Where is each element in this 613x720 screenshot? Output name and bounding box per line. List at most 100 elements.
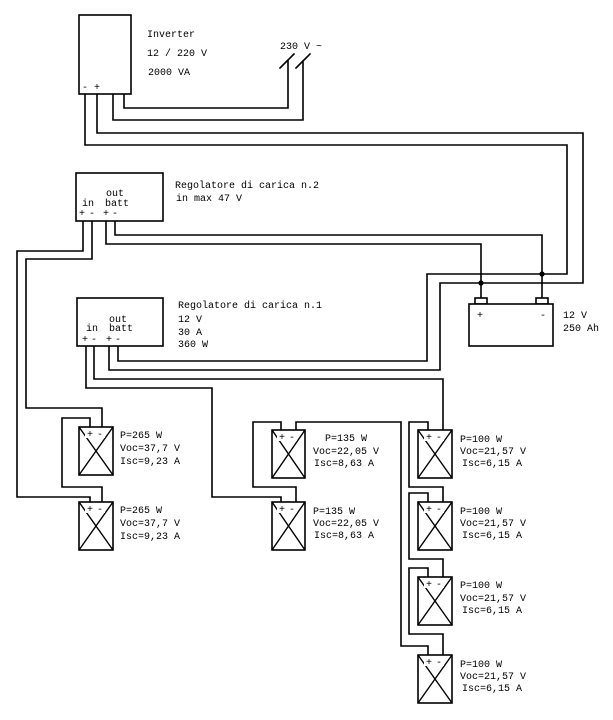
- panel-power: P=135 W: [313, 507, 355, 518]
- solar-panel-100w-4: + - P=100 W Voc=21,57 V Isc=6,15 A: [417, 654, 526, 704]
- inverter-power: 2000 VA: [148, 68, 190, 79]
- solar-panel-135w-2: + - P=135 W Voc=22,05 V Isc=8,63 A: [271, 501, 379, 551]
- regulator-1-spec-current: 30 A: [178, 328, 202, 339]
- regulator-1-spec-voltage: 12 V: [178, 315, 202, 326]
- battery-voltage: 12 V: [563, 311, 587, 322]
- panel-power: P=100 W: [460, 660, 502, 671]
- regulator-2-in-plus: +: [79, 209, 85, 220]
- panel-minus: -: [436, 505, 442, 516]
- ac-output-label: 230 V ~: [280, 42, 322, 53]
- panel-voc: Voc=21,57 V: [460, 519, 526, 530]
- panel-plus: +: [87, 430, 93, 441]
- regulator-1-batt-plus: +: [106, 335, 112, 346]
- panel-minus: -: [436, 433, 442, 444]
- panel-cross-line: [271, 429, 306, 479]
- inverter-terminal-plus: +: [94, 83, 100, 94]
- wire-inverter-plus: [96, 93, 584, 371]
- panel-plus: +: [426, 433, 432, 444]
- ac-terminal-slash-2: [294, 52, 312, 70]
- wire-ac-1: [123, 60, 289, 109]
- panel-minus: -: [436, 658, 442, 669]
- wire-reg1-in-minus: [93, 345, 444, 431]
- regulator-2: out in batt + - + - Regolatore di carica…: [75, 172, 319, 222]
- panel-voc: Voc=37,7 V: [120, 519, 180, 530]
- panel-terminal-bg: [277, 432, 297, 441]
- panel-cross-line: [417, 501, 453, 551]
- solar-panel-135w-1: + - P=135 W Voc=22,05 V Isc=8,63 A: [271, 429, 379, 479]
- panel-power: P=135 W: [325, 434, 367, 445]
- solar-panel-265w-1: + - P=265 W Voc=37,7 V Isc=9,23 A: [78, 426, 180, 476]
- regulator-2-in-label: in: [82, 198, 94, 210]
- wire-135-to-100: [295, 421, 429, 656]
- wire-reg2-batt-plus: [105, 220, 482, 299]
- wire-reg2-in-plus: [16, 220, 91, 503]
- battery: + - 12 V 250 Ah: [468, 297, 599, 347]
- wire-100-series-2: [408, 492, 444, 578]
- inverter-voltage: 12 / 220 V: [147, 48, 207, 60]
- regulator-1-title: Regolatore di carica n.1: [178, 300, 322, 312]
- panel-plus: +: [279, 433, 285, 444]
- regulator-1-in-plus: +: [82, 335, 88, 346]
- panel-voc: Voc=37,7 V: [120, 444, 180, 455]
- panel-power: P=100 W: [460, 507, 502, 518]
- regulator-1: out in batt + - + - Regolatore di carica…: [76, 297, 322, 351]
- regulator-2-batt-minus: -: [112, 209, 118, 220]
- panel-minus: -: [289, 433, 295, 444]
- panel-plus: +: [87, 505, 93, 516]
- panel-power: P=100 W: [460, 581, 502, 592]
- panel-cross-line: [417, 429, 453, 479]
- solar-panel-265w-2: + - P=265 W Voc=37,7 V Isc=9,23 A: [78, 501, 180, 551]
- panel-plus: +: [279, 505, 285, 516]
- battery-terminal-minus: [535, 297, 549, 305]
- regulator-2-batt-plus: +: [103, 209, 109, 220]
- wire-reg2-batt-minus: [114, 220, 543, 299]
- panel-minus: -: [97, 505, 103, 516]
- wire-inverter-minus: [84, 93, 568, 362]
- solar-panel-100w-2: + - P=100 W Voc=21,57 V Isc=6,15 A: [417, 501, 526, 551]
- panel-cross-line: [417, 654, 453, 704]
- battery-capacity: 250 Ah: [563, 323, 599, 335]
- panel-isc: Isc=6,15 A: [462, 459, 522, 470]
- regulator-1-box: [76, 297, 164, 347]
- solar-panel-100w-1: + - P=100 W Voc=21,57 V Isc=6,15 A: [417, 429, 526, 479]
- regulator-1-out-label: out: [109, 315, 127, 326]
- panel-minus: -: [436, 580, 442, 591]
- panel-plus: +: [426, 658, 432, 669]
- panel-cross-line: [78, 426, 114, 476]
- regulator-2-batt-label: batt: [105, 198, 129, 210]
- panel-power: P=265 W: [120, 431, 162, 442]
- panel-voc: Voc=22,05 V: [313, 519, 379, 530]
- panel-voc: Voc=22,05 V: [313, 447, 379, 458]
- wire-ac-2: [112, 60, 304, 121]
- wires: [16, 52, 584, 656]
- panel-voc: Voc=21,57 V: [460, 594, 526, 605]
- panel-power: P=265 W: [120, 506, 162, 517]
- inverter: - + Inverter 12 / 220 V 2000 VA 230 V ~: [78, 14, 322, 95]
- panel-isc: Isc=9,23 A: [120, 532, 180, 543]
- wire-100-series-3: [408, 567, 444, 656]
- panel-voc: Voc=21,57 V: [460, 447, 526, 458]
- panel-minus: -: [97, 430, 103, 441]
- regulator-2-spec: in max 47 V: [176, 193, 242, 205]
- panel-cross-line: [417, 576, 453, 626]
- regulator-1-batt-minus: -: [115, 335, 121, 346]
- panel-isc: Isc=6,15 A: [462, 531, 522, 542]
- panel-voc: Voc=21,57 V: [460, 672, 526, 683]
- regulator-1-spec-power: 360 W: [178, 340, 208, 351]
- regulator-1-in-label: in: [86, 323, 98, 335]
- regulator-2-in-minus: -: [89, 209, 95, 220]
- panel-terminal-bg: [424, 579, 444, 588]
- regulator-2-title: Regolatore di carica n.2: [175, 180, 319, 192]
- regulator-2-box: [75, 172, 164, 222]
- panel-isc: Isc=6,15 A: [462, 684, 522, 695]
- inverter-box: [78, 14, 132, 95]
- regulator-1-batt-label: batt: [109, 323, 133, 335]
- panel-terminal-bg: [424, 432, 444, 441]
- panel-isc: Isc=9,23 A: [120, 457, 180, 468]
- panel-isc: Isc=6,15 A: [462, 606, 522, 617]
- panel-terminal-bg: [424, 504, 444, 513]
- junction-battery-plus: [478, 280, 484, 286]
- panel-cross-line: [78, 501, 114, 551]
- wire-265-series: [61, 417, 103, 503]
